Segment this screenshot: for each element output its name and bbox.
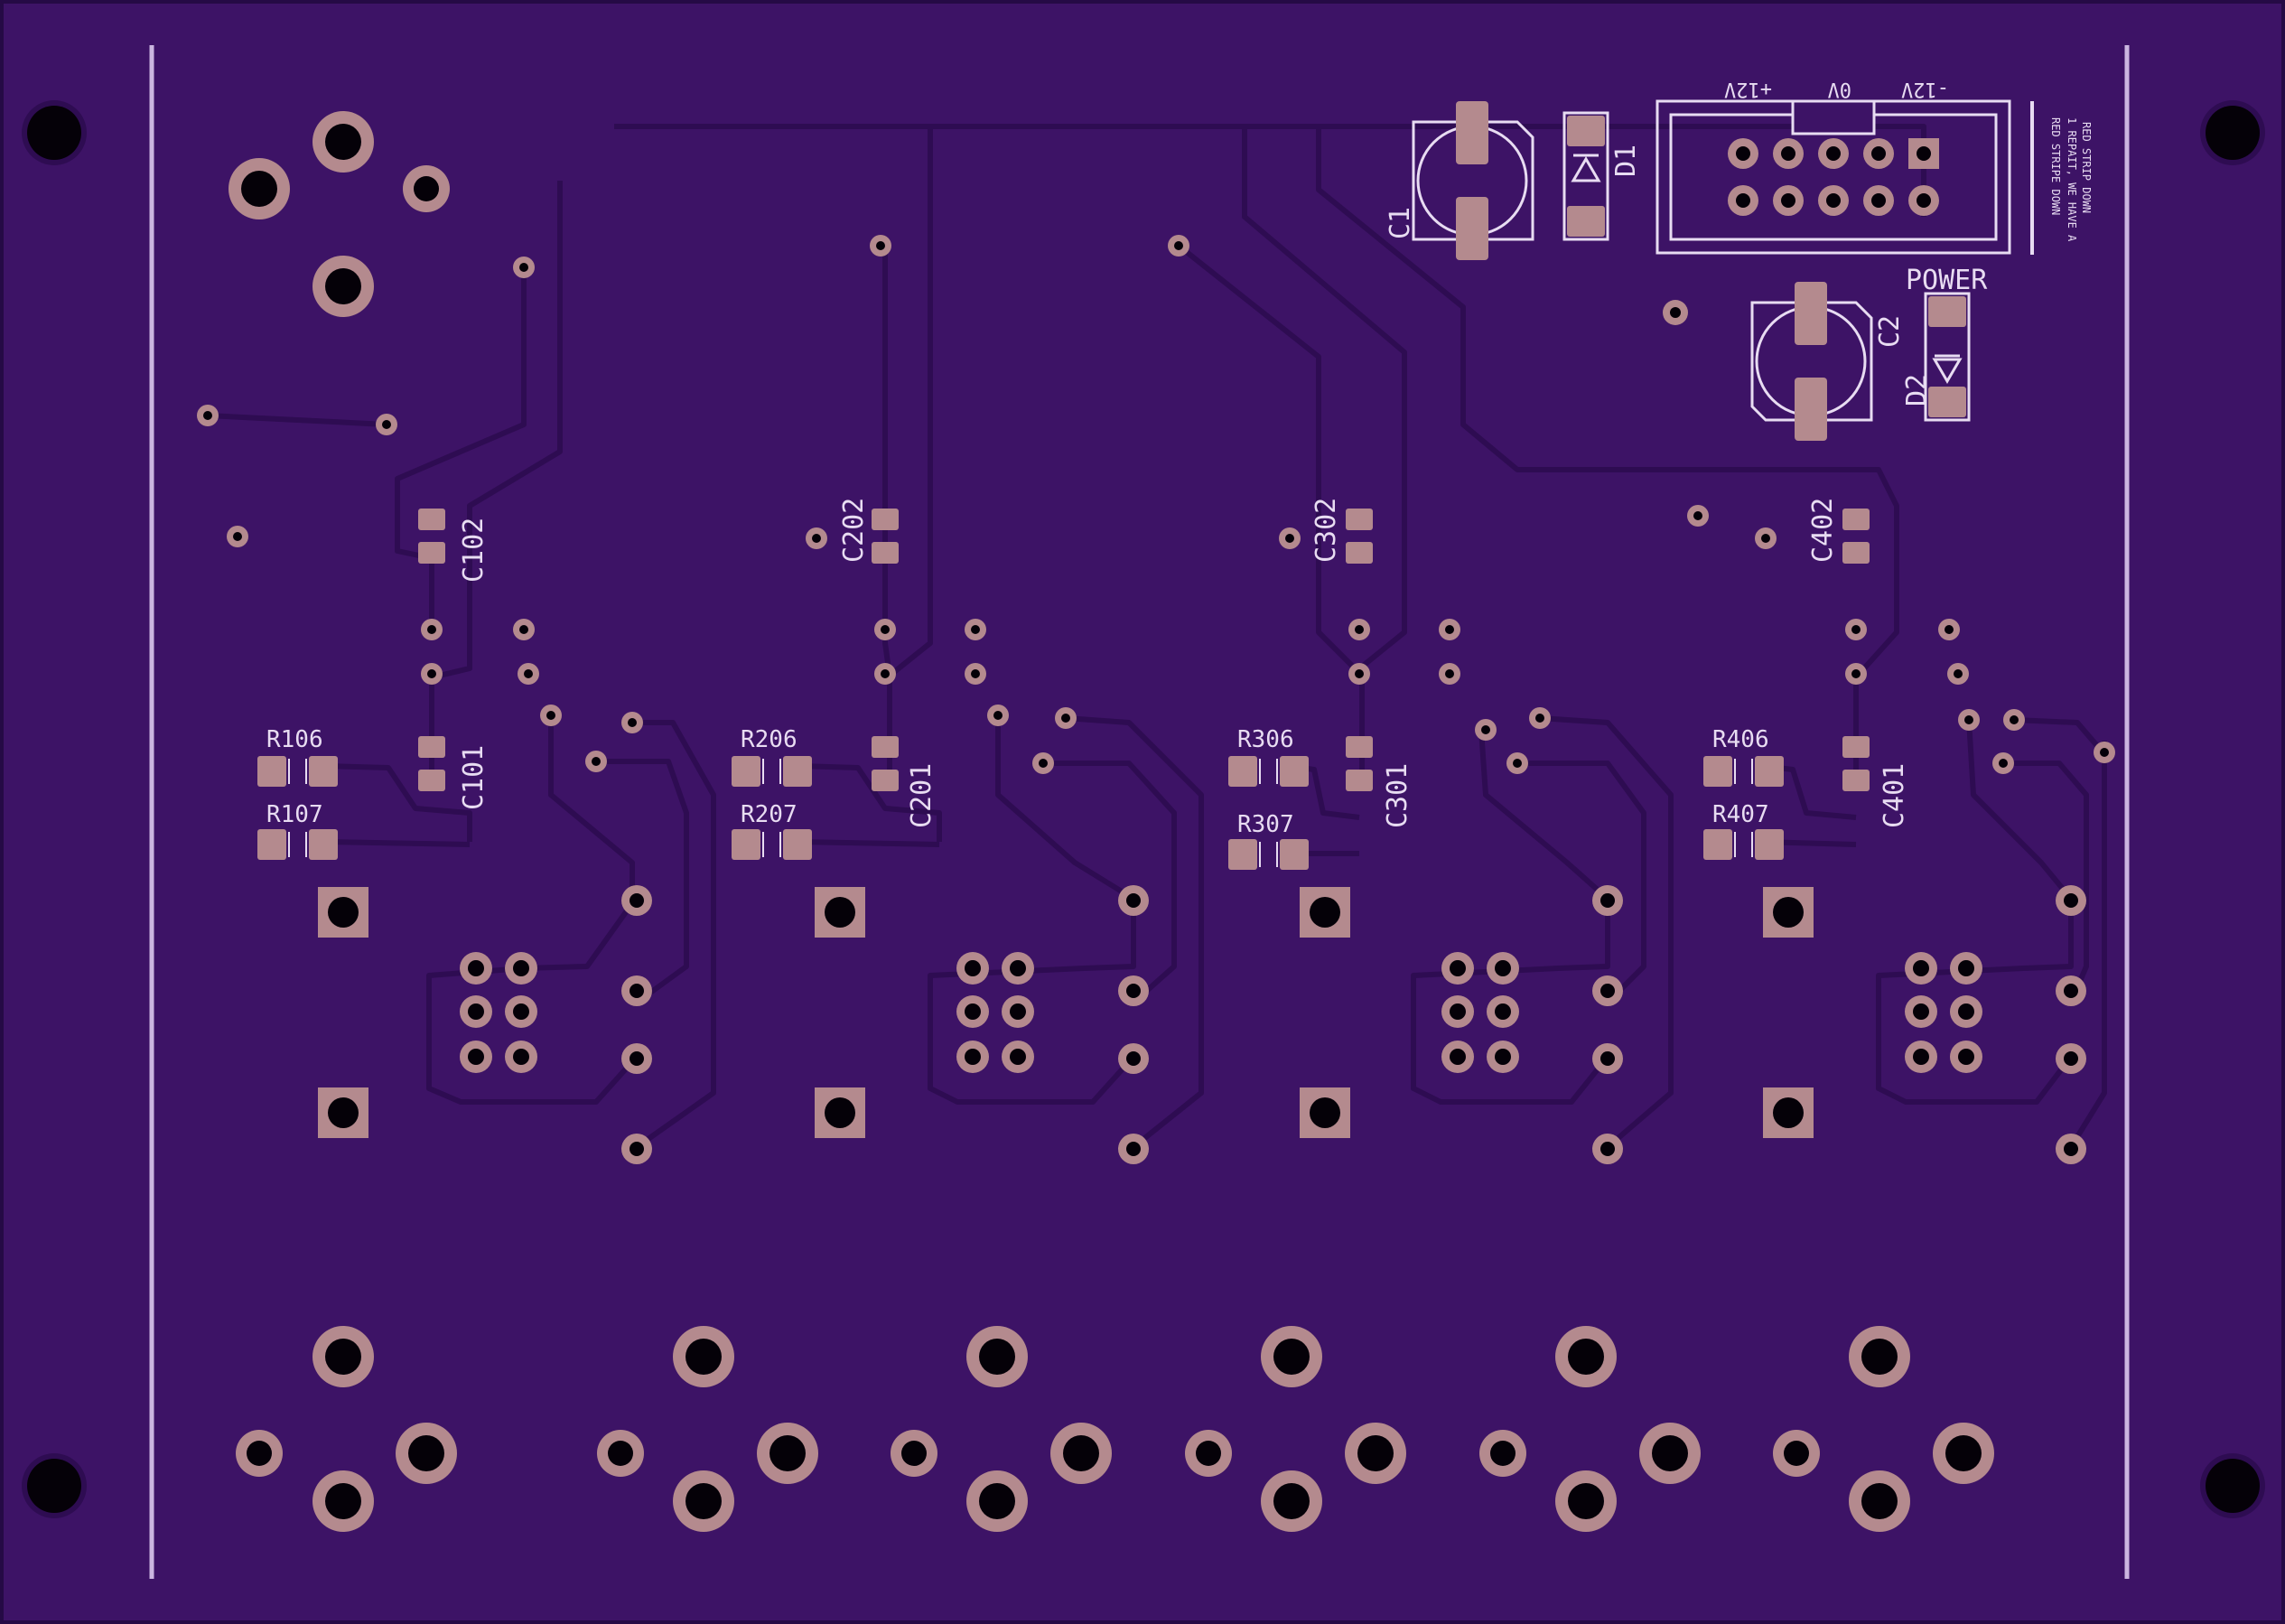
capacitor-c1-footprint xyxy=(1412,101,1534,260)
smd-capacitor-pads xyxy=(418,509,1870,791)
label-r307: R307 xyxy=(1237,811,1294,838)
diode-d2-footprint xyxy=(1924,292,1971,422)
label-r306: R306 xyxy=(1237,726,1294,753)
smd-resistor-pads xyxy=(257,756,1784,870)
label-r407: R407 xyxy=(1712,801,1769,828)
label-c2: C2 xyxy=(1874,315,1906,348)
label-c401: C401 xyxy=(1879,763,1910,828)
label-c301: C301 xyxy=(1382,763,1413,828)
label-r107: R107 xyxy=(266,801,323,828)
silkscreen-labels: C102 C101 R106 R107 C202 C201 R206 R207 … xyxy=(266,78,2093,838)
label-note-line-2: 1 REPAIT, WE HAVE A xyxy=(2066,117,2078,242)
label-note-line-1: RED STRIPE DOWN xyxy=(2049,117,2062,215)
label-r106: R106 xyxy=(266,726,323,753)
label-c1: C1 xyxy=(1385,207,1416,239)
label-pin-0v: 0V xyxy=(1828,78,1852,100)
label-r206: R206 xyxy=(741,726,797,753)
label-c302: C302 xyxy=(1310,498,1342,563)
label-c102: C102 xyxy=(458,518,490,583)
bottom-jack-footprints xyxy=(236,1326,1994,1532)
label-c402: C402 xyxy=(1807,498,1839,563)
label-r406: R406 xyxy=(1712,726,1769,753)
label-pin-minus12: -12V xyxy=(1901,78,1949,100)
vias xyxy=(197,235,2115,774)
label-c202: C202 xyxy=(838,498,870,563)
label-d1: D1 xyxy=(1610,145,1642,177)
top-left-jack-footprint xyxy=(228,111,450,317)
label-c101: C101 xyxy=(458,745,490,810)
switch-footprints xyxy=(460,952,1982,1073)
label-power: POWER xyxy=(1906,265,1988,296)
header-pin-columns xyxy=(621,885,2086,1164)
power-header-footprint xyxy=(1655,99,2034,255)
label-d2: D2 xyxy=(1901,374,1933,406)
label-r207: R207 xyxy=(741,801,797,828)
label-pin-plus12: +12V xyxy=(1724,78,1772,100)
square-through-hole-pads xyxy=(318,887,1814,1138)
diode-d1-footprint xyxy=(1562,111,1609,241)
capacitor-c2-footprint xyxy=(1663,282,1873,441)
label-c201: C201 xyxy=(906,763,937,828)
copper-traces xyxy=(207,124,2107,1150)
mounting-holes xyxy=(22,100,2265,1518)
label-note-line-3: RED STRIP DOWN xyxy=(2080,122,2093,213)
